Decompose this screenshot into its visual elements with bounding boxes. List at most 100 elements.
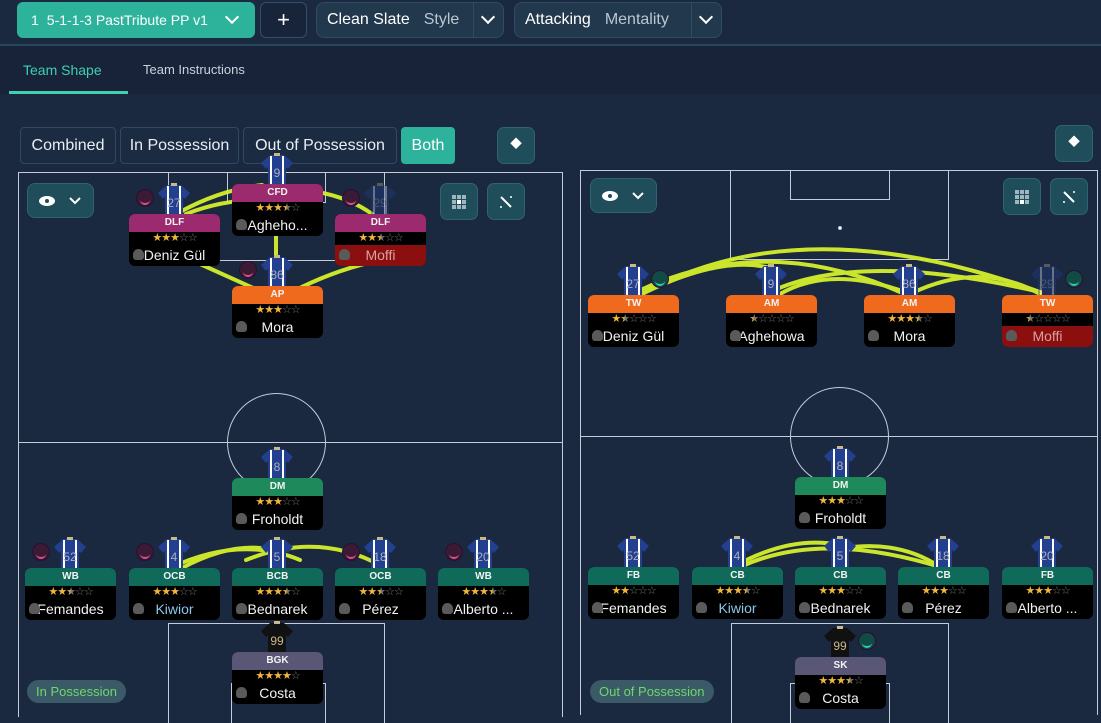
star-icon: ★ xyxy=(152,232,162,244)
player-jersey[interactable]: 86 xyxy=(892,263,926,299)
player-role: DLF xyxy=(335,214,426,232)
jersey-number: 99 xyxy=(833,639,847,653)
player-jersey[interactable]: 9 xyxy=(260,152,294,188)
star-icon: ☆ xyxy=(393,232,404,244)
player-jersey[interactable]: 52 xyxy=(53,536,87,572)
player-card[interactable]: BGK ★★★★☆ Costa xyxy=(232,652,323,704)
star-icon: ★ xyxy=(376,586,386,598)
star-icon: ★ xyxy=(281,670,292,682)
player-card[interactable]: OCB ★★★☆☆ Kiwior xyxy=(129,568,220,620)
player-jersey[interactable]: 4 xyxy=(157,536,191,572)
grid-toggle-button-right[interactable] xyxy=(1003,178,1041,215)
star-icon: ★ xyxy=(264,202,274,214)
player-card[interactable]: SK ★★★★☆ Costa xyxy=(795,657,886,709)
jersey-number: 5 xyxy=(274,550,281,564)
player-avatar-icon xyxy=(799,692,810,703)
player-jersey[interactable]: 4 xyxy=(720,535,754,571)
mentality-dropdown-toggle[interactable] xyxy=(691,3,721,37)
player-trait-badge[interactable] xyxy=(137,544,153,560)
player-jersey[interactable]: 5 xyxy=(823,535,857,571)
player-card[interactable]: AP ★★★☆☆ Mora xyxy=(232,286,323,338)
player-trait-badge[interactable] xyxy=(1066,271,1082,287)
view-combined-button[interactable]: Combined xyxy=(20,127,116,164)
player-card[interactable]: CB ★★★☆☆ Pérez xyxy=(898,567,989,619)
player-jersey[interactable]: 18 xyxy=(363,536,397,572)
jersey-number: 86 xyxy=(270,268,284,282)
player-role: CFD xyxy=(232,184,323,202)
star-icon: ☆ xyxy=(629,585,639,597)
grid-toggle-button[interactable] xyxy=(440,183,478,220)
player-card[interactable]: CB ★★★☆☆ Bednarek xyxy=(795,567,886,619)
player-jersey[interactable]: 27 xyxy=(157,182,191,218)
style-dropdown[interactable]: Clean Slate Style xyxy=(316,2,504,38)
star-icon: ★ xyxy=(264,670,274,682)
add-tactic-button[interactable]: + xyxy=(260,2,307,38)
player-jersey[interactable]: 20 xyxy=(466,536,500,572)
view-in-possession-button[interactable]: In Possession xyxy=(120,127,239,164)
player-card[interactable]: AM ★☆☆☆☆ Aghehowa xyxy=(726,295,817,347)
penalty-area xyxy=(731,623,949,723)
player-avatar-icon xyxy=(868,330,879,341)
player-trait-badge[interactable] xyxy=(859,633,875,649)
player-jersey[interactable]: 29 xyxy=(1030,263,1064,299)
star-icon: ☆ xyxy=(281,304,292,316)
player-jersey[interactable]: 99 xyxy=(260,620,294,656)
star-icon: ★ xyxy=(255,496,265,508)
player-jersey[interactable]: 27 xyxy=(616,263,650,299)
player-card[interactable]: CFD ★★★★☆ Agheho... xyxy=(232,184,323,236)
player-card[interactable]: TW ★★☆☆☆ Deniz Gül xyxy=(588,295,679,347)
expand-button-right[interactable] xyxy=(1050,178,1088,215)
tab-team-instructions[interactable]: Team Instructions xyxy=(143,62,245,77)
player-jersey[interactable]: 29 xyxy=(363,182,397,218)
player-card[interactable]: DM ★★★☆☆ Froholdt xyxy=(232,478,323,530)
tactic-slot: 1 xyxy=(31,12,39,28)
player-trait-badge[interactable] xyxy=(137,190,153,206)
player-card[interactable]: DLF ★★★☆☆ Deniz Gül xyxy=(129,214,220,266)
player-card[interactable]: FB ★★☆☆☆ Femandes xyxy=(588,567,679,619)
visibility-dropdown[interactable] xyxy=(27,183,94,218)
player-card[interactable]: CB ★★★★☆ Kiwior xyxy=(692,567,783,619)
player-trait-badge[interactable] xyxy=(343,190,359,206)
style-dropdown-toggle[interactable] xyxy=(473,3,503,37)
star-icon: ★ xyxy=(255,304,265,316)
player-jersey[interactable]: 86 xyxy=(260,254,294,290)
visibility-dropdown-right[interactable] xyxy=(590,178,657,213)
player-jersey[interactable]: 5 xyxy=(260,536,294,572)
swap-sides-button-right[interactable]: ⯁ xyxy=(1055,125,1093,162)
player-card[interactable]: DM ★★★☆☆ Froholdt xyxy=(795,477,886,529)
mentality-dropdown[interactable]: Attacking Mentality xyxy=(514,2,722,38)
player-name: Froholdt xyxy=(814,510,867,526)
player-jersey[interactable]: 52 xyxy=(616,535,650,571)
player-card[interactable]: WB ★★★☆☆ Femandes xyxy=(25,568,116,620)
player-card[interactable]: TW ★☆☆☆☆ Moffi xyxy=(1002,295,1093,347)
expand-button[interactable] xyxy=(487,183,525,220)
player-jersey[interactable]: 18 xyxy=(926,535,960,571)
player-jersey[interactable]: 8 xyxy=(260,446,294,482)
view-both-button[interactable]: Both xyxy=(401,127,455,164)
style-value: Clean Slate xyxy=(327,11,410,28)
tab-team-shape[interactable]: Team Shape xyxy=(23,62,102,78)
swap-sides-button[interactable]: ⯁ xyxy=(497,127,535,164)
player-avatar-icon xyxy=(236,219,247,230)
player-trait-badge[interactable] xyxy=(33,544,49,560)
player-jersey[interactable]: 20 xyxy=(1030,535,1064,571)
player-jersey[interactable]: 8 xyxy=(823,445,857,481)
player-jersey[interactable]: 99 xyxy=(823,625,857,661)
player-trait-badge[interactable] xyxy=(652,271,668,287)
player-card[interactable]: AM ★★★★☆ Mora xyxy=(864,295,955,347)
player-trait-badge[interactable] xyxy=(446,544,462,560)
tactic-selector[interactable]: 1 5-1-1-3 PastTribute PP v1 xyxy=(17,2,255,38)
star-icon: ☆ xyxy=(750,585,761,597)
role-rating: ★★★★☆ xyxy=(232,586,323,599)
player-trait-badge[interactable] xyxy=(343,544,359,560)
player-card[interactable]: OCB ★★★☆☆ Pérez xyxy=(335,568,426,620)
player-jersey[interactable]: 9 xyxy=(754,263,788,299)
player-name: Kiwior xyxy=(718,600,757,616)
player-card[interactable]: WB ★★★★☆ Alberto ... xyxy=(438,568,529,620)
player-trait-badge[interactable] xyxy=(240,262,256,278)
player-avatar-icon xyxy=(696,602,707,613)
player-card[interactable]: BCB ★★★★☆ Bednarek xyxy=(232,568,323,620)
player-card[interactable]: FB ★★★☆☆ Alberto ... xyxy=(1002,567,1093,619)
player-card[interactable]: DLF ★★★☆☆ Moffi xyxy=(335,214,426,266)
jersey-number: 18 xyxy=(936,549,950,563)
